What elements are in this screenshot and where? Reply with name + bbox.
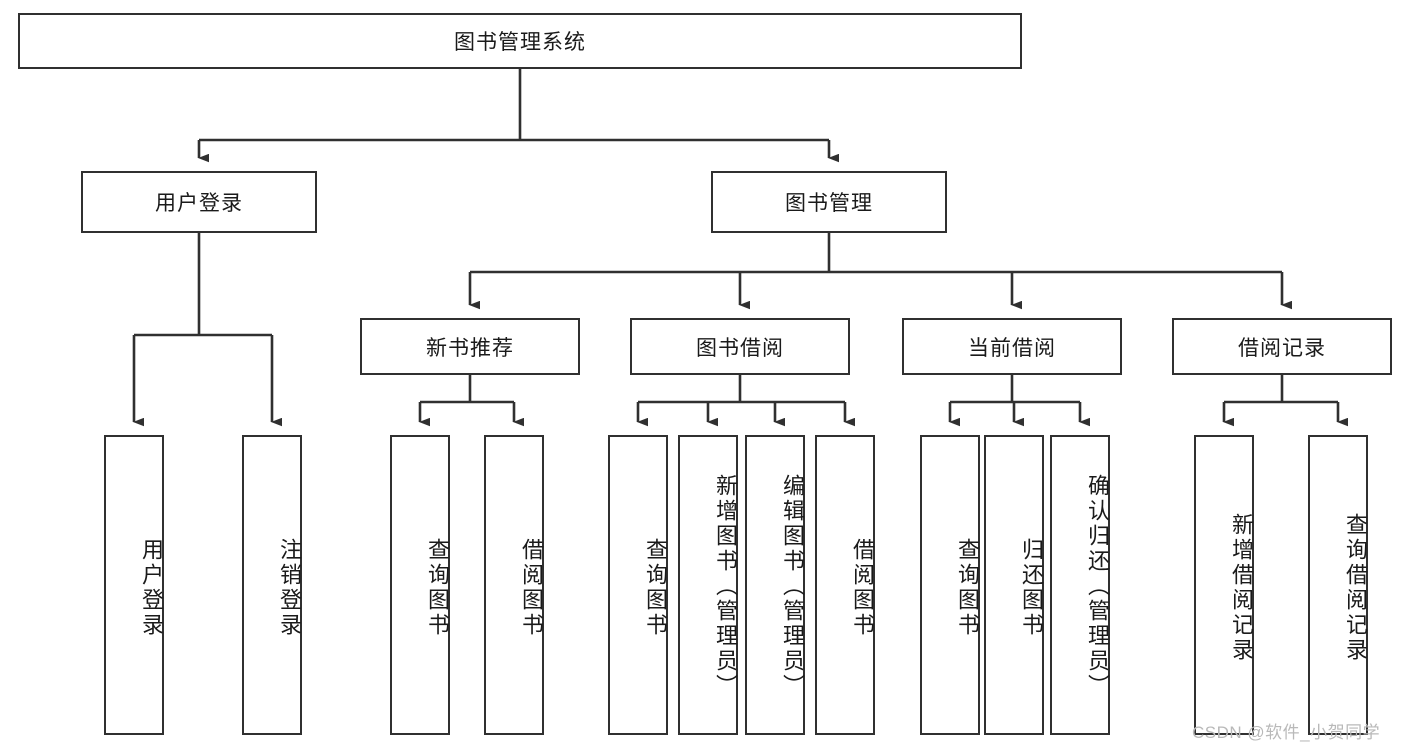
leaf-query-borrow-record[interactable]: 查询借阅记录 [1308, 435, 1368, 735]
leaf-query-book-borrow[interactable]: 查询图书 [608, 435, 668, 735]
leaf-return-book[interactable]: 归还图书 [984, 435, 1044, 735]
node-new-book-recommend[interactable]: 新书推荐 [360, 318, 580, 375]
node-current-borrow[interactable]: 当前借阅 [902, 318, 1122, 375]
leaf-borrow-book-recommend[interactable]: 借阅图书 [484, 435, 544, 735]
node-book-borrow[interactable]: 图书借阅 [630, 318, 850, 375]
node-book-management[interactable]: 图书管理 [711, 171, 947, 233]
leaf-user-login[interactable]: 用户登录 [104, 435, 164, 735]
leaf-user-logout[interactable]: 注销登录 [242, 435, 302, 735]
node-root-book-management-system[interactable]: 图书管理系统 [18, 13, 1022, 69]
leaf-query-book-recommend[interactable]: 查询图书 [390, 435, 450, 735]
leaf-borrow-book-borrow[interactable]: 借阅图书 [815, 435, 875, 735]
leaf-add-book-admin[interactable]: 新增图书（管理员） [678, 435, 738, 735]
node-borrow-record[interactable]: 借阅记录 [1172, 318, 1392, 375]
leaf-query-book-current[interactable]: 查询图书 [920, 435, 980, 735]
csdn-watermark: CSDN @软件_小贺同学 [1192, 723, 1381, 742]
leaf-add-borrow-record[interactable]: 新增借阅记录 [1194, 435, 1254, 735]
leaf-confirm-return-admin[interactable]: 确认归还（管理员） [1050, 435, 1110, 735]
node-user-login[interactable]: 用户登录 [81, 171, 317, 233]
leaf-edit-book-admin[interactable]: 编辑图书（管理员） [745, 435, 805, 735]
